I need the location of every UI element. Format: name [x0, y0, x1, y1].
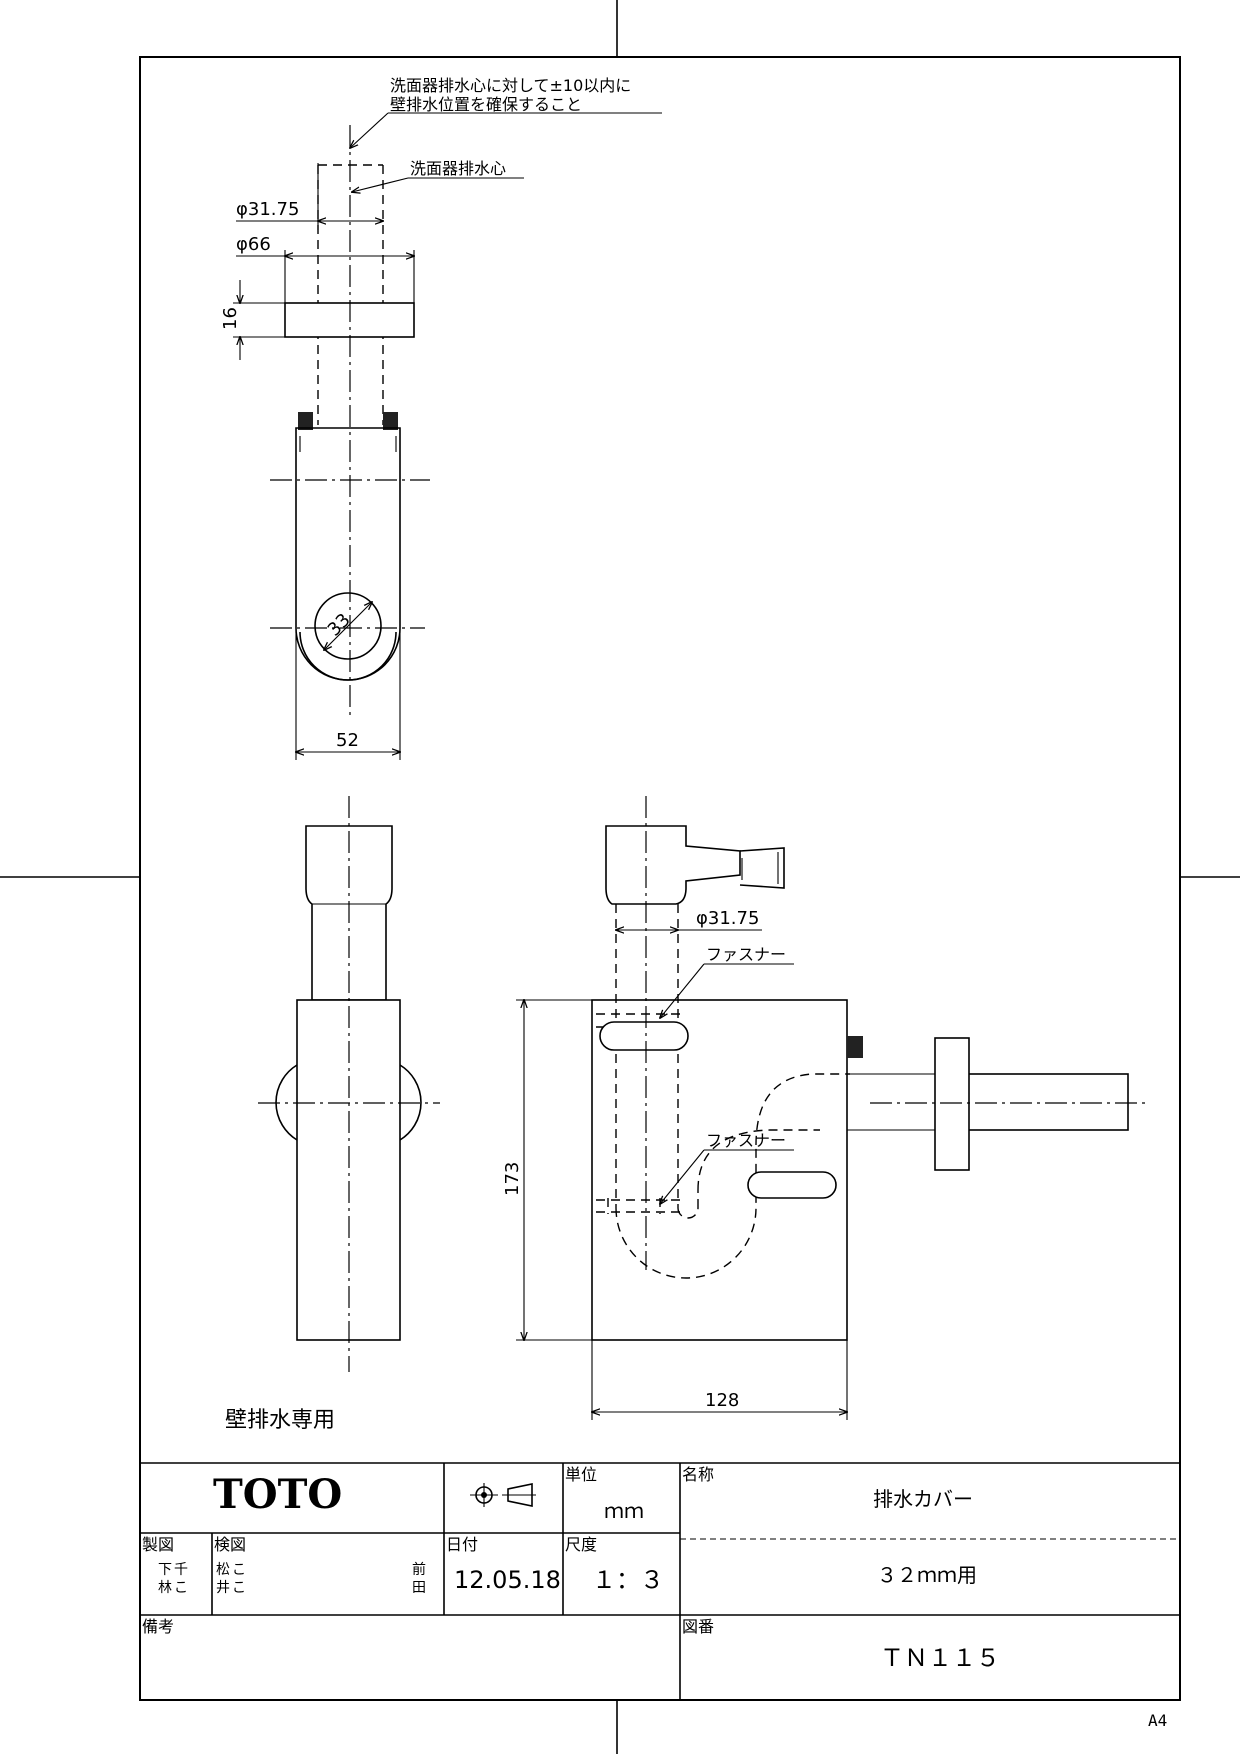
sheet-border [139, 56, 1181, 1701]
note-fastener-top: ファスナー [706, 945, 786, 964]
checked-label: 検図 [214, 1535, 246, 1554]
top-view: 33 φ31.75 φ66 16 52 洗面器排水心に対して±10以内に 壁排水… [220, 76, 662, 760]
drawn-by-4: こ [174, 1580, 188, 1596]
side-view: φ31.75 ファスナー ファスナー 173 128 [502, 796, 1150, 1420]
unit-value: ｍｍ [604, 1499, 644, 1523]
date-label: 日付 [446, 1535, 478, 1554]
wall-flange [934, 1037, 970, 1171]
dim-phi-pipe-top: φ31.75 [236, 199, 299, 220]
note-tolerance-line2: 壁排水位置を確保すること [390, 95, 582, 114]
drawn-by-3: 千 [174, 1562, 188, 1578]
approved-2: 田 [412, 1580, 426, 1596]
note-drain-center: 洗面器排水心 [410, 159, 506, 178]
dim-phi-pipe-side: φ31.75 [696, 908, 759, 929]
name-value: 排水カバー [873, 1487, 973, 1511]
drawn-label: 製図 [142, 1535, 174, 1554]
title-block: TOTO 単位 ｍｍ 名称 排水カバー ３２ｍｍ用 製図 下 林 千 こ 検図 … [140, 1462, 1180, 1700]
drawn-by-1: 下 [158, 1562, 172, 1578]
approved-1: 前 [412, 1561, 426, 1578]
note-fastener-bottom: ファスナー [706, 1131, 786, 1150]
dim-height: 173 [502, 1162, 523, 1196]
dim-width-side: 128 [705, 1390, 739, 1411]
remarks-label: 備考 [142, 1617, 174, 1636]
third-angle-projection-icon [470, 1483, 536, 1507]
front-view [258, 796, 440, 1372]
date-value: 12.05.18 [454, 1566, 561, 1594]
drawing-no-label: 図番 [682, 1617, 714, 1636]
unit-label: 単位 [565, 1465, 597, 1484]
dim-flange-thickness: 16 [220, 307, 241, 330]
fastener-knob-right [383, 412, 398, 430]
drawing-no-value: ＴＮ１１５ [880, 1644, 1000, 1672]
name-sub: ３２ｍｍ用 [877, 1563, 977, 1587]
dim-phi-flange: φ66 [236, 234, 271, 255]
scale-label: 尺度 [565, 1535, 597, 1554]
checked-by-4: こ [232, 1580, 246, 1596]
side-cover-body [591, 999, 848, 1341]
checked-by-1: 松 [216, 1562, 230, 1578]
logo: TOTO [213, 1471, 342, 1518]
fastener-knob-left [298, 412, 313, 430]
checked-by-3: こ [232, 1562, 246, 1578]
checked-by-2: 井 [216, 1580, 230, 1596]
drawn-by-2: 林 [158, 1580, 172, 1596]
scale-value: １：３ [592, 1566, 664, 1594]
dim-width-top: 52 [336, 730, 359, 751]
note-wall-drain-only: 壁排水専用 [225, 1408, 335, 1433]
note-tolerance-line1: 洗面器排水心に対して±10以内に [390, 76, 631, 95]
name-label: 名称 [682, 1465, 714, 1484]
paper-size: A4 [1148, 1711, 1167, 1730]
